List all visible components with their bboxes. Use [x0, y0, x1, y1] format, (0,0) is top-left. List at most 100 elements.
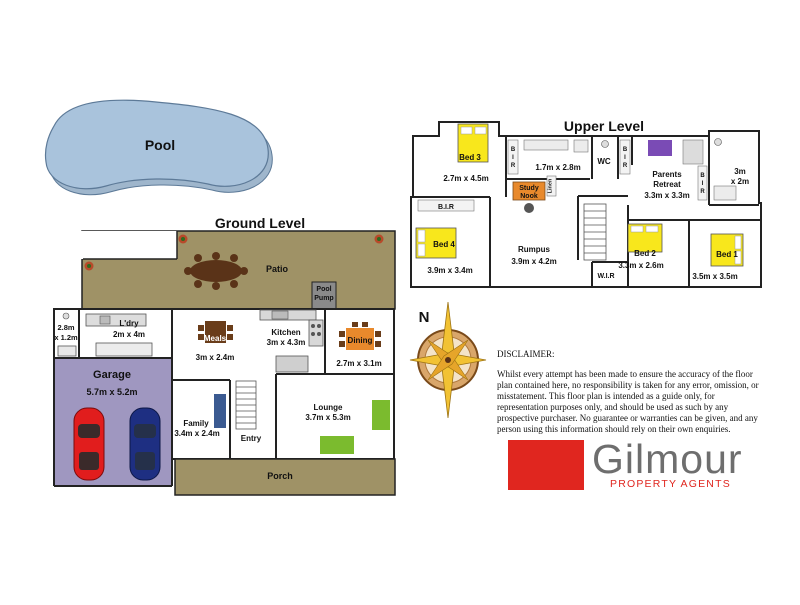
car-icon	[129, 407, 161, 481]
upper-level-title: Upper Level	[564, 118, 644, 134]
bir-c-letter: I	[702, 181, 704, 187]
sofa-icon	[682, 139, 704, 165]
family-size: 3.4m x 2.4m	[174, 429, 219, 438]
armchair-icon	[372, 400, 390, 430]
sink-icon	[271, 310, 289, 320]
rumpus-room: Rumpus 3.9m x 4.2m	[511, 245, 556, 266]
dining-size: 2.7m x 3.1m	[336, 359, 381, 368]
pool-pump-label-1: Pool	[316, 286, 331, 293]
disclaimer-body: Whilst every attempt has been made to en…	[497, 369, 759, 434]
laundry-label: L'dry	[119, 319, 139, 328]
disclaimer-title: DISCLAIMER:	[497, 349, 555, 359]
stairs	[235, 380, 257, 430]
bed2-room: Bed 2 3.3m x 2.6m	[618, 223, 664, 270]
bed2-label: Bed 2	[634, 249, 656, 258]
bir-c-letter: R	[700, 189, 705, 195]
car-icon	[73, 407, 105, 481]
family-room: Family 3.4m x 2.4m	[174, 394, 226, 438]
porch: Porch	[174, 458, 396, 496]
upper-bathroom: 1.7m x 2.8m	[523, 139, 589, 172]
parents-size: 3.3m x 3.3m	[644, 191, 689, 200]
logo-tagline: PROPERTY AGENTS	[610, 478, 731, 490]
toilet-icon	[62, 312, 70, 320]
pool-pump-label-2: Pump	[314, 295, 333, 302]
island-bench-icon	[275, 355, 309, 373]
toilet-icon	[601, 140, 609, 148]
meals-room: Meals 3m x 2.4m	[196, 321, 235, 362]
bir-a-letter: I	[512, 155, 514, 161]
garage-size: 5.7m x 5.2m	[86, 387, 137, 397]
table-icon	[198, 321, 233, 343]
plant-icon	[84, 261, 94, 271]
rumpus-label: Rumpus	[518, 245, 551, 254]
ground-level-title: Ground Level	[215, 215, 305, 231]
family-label: Family	[183, 419, 209, 428]
table-icon	[339, 322, 381, 350]
pool: Pool	[44, 99, 273, 196]
bir-b-letter: I	[624, 155, 626, 161]
wc-room: WC	[597, 140, 611, 166]
wc-label: WC	[597, 157, 611, 166]
wir-label: W.I.R	[597, 273, 614, 280]
kitchen-size: 3m x 4.3m	[267, 338, 306, 347]
bed1-room: Bed 1 3.5m x 3.5m	[692, 233, 744, 281]
garage: Garage 5.7m x 5.2m	[54, 357, 172, 485]
compass-north-label: N	[419, 309, 430, 326]
bed1-label: Bed 1	[716, 250, 738, 259]
compass: N	[409, 301, 487, 419]
sofa-icon	[214, 394, 226, 428]
lounge-label: Lounge	[314, 403, 343, 412]
ensuite-size-2: x 2m	[731, 177, 749, 186]
parents-label-2: Retreat	[653, 180, 681, 189]
disclaimer: DISCLAIMER: Whilst every attempt has bee…	[497, 349, 762, 435]
bir-d: B.I.R	[417, 199, 475, 212]
appliance-icon	[95, 342, 153, 357]
upper-stairs	[583, 203, 607, 261]
study-nook: Study Nook	[512, 181, 546, 213]
logo-mark	[508, 440, 584, 490]
meals-size: 3m x 2.4m	[196, 353, 235, 362]
logo-name: Gilmour	[592, 436, 743, 482]
sink-icon	[99, 315, 111, 325]
bed1-size: 3.5m x 3.5m	[692, 272, 737, 281]
lounge-room: Lounge 3.7m x 5.3m	[305, 400, 390, 454]
ensuite: 3m x 2m	[713, 138, 749, 201]
bir-b: B I R	[619, 139, 631, 175]
bath-size-2: x 1.2m	[54, 333, 78, 342]
toilet-icon	[714, 138, 722, 146]
patio: Patio	[81, 230, 396, 310]
pool-pump: Pool Pump	[311, 281, 337, 310]
porch-label: Porch	[267, 471, 293, 481]
bir-a-letter: B	[511, 147, 516, 153]
plant-icon	[374, 234, 384, 244]
lounge-size: 3.7m x 5.3m	[305, 413, 350, 422]
bir-a-letter: R	[511, 163, 516, 169]
kitchen-room: Kitchen 3m x 4.3m	[259, 309, 324, 373]
stove-icon	[308, 319, 324, 347]
linen-cupboard: Linen	[546, 175, 557, 197]
bed3-size: 2.7m x 4.5m	[443, 174, 488, 183]
garage-label: Garage	[93, 369, 131, 381]
bir-b-letter: R	[623, 163, 628, 169]
parents-label-1: Parents	[652, 170, 682, 179]
bed2-size: 3.3m x 2.6m	[618, 261, 663, 270]
bed4-label: Bed 4	[433, 240, 455, 249]
bed-icon	[648, 140, 672, 156]
laundry-size: 2m x 4m	[113, 330, 145, 339]
linen-label: Linen	[548, 178, 554, 193]
meals-label: Meals	[204, 334, 227, 343]
bath-room: 2.8m x 1.2m	[54, 312, 78, 357]
bir-d-label: B.I.R	[438, 204, 454, 211]
bed4-room: Bed 4 3.9m x 3.4m	[415, 227, 473, 275]
ensuite-size-1: 3m	[734, 167, 746, 176]
upper-bath-size: 1.7m x 2.8m	[535, 163, 580, 172]
bed3-label: Bed 3	[459, 153, 481, 162]
bir-b-letter: B	[623, 147, 628, 153]
pool-label: Pool	[145, 137, 175, 153]
armchair-icon	[320, 436, 354, 454]
chair-icon	[524, 203, 534, 213]
laundry-room: L'dry 2m x 4m	[85, 313, 153, 357]
vanity-icon	[573, 139, 589, 153]
